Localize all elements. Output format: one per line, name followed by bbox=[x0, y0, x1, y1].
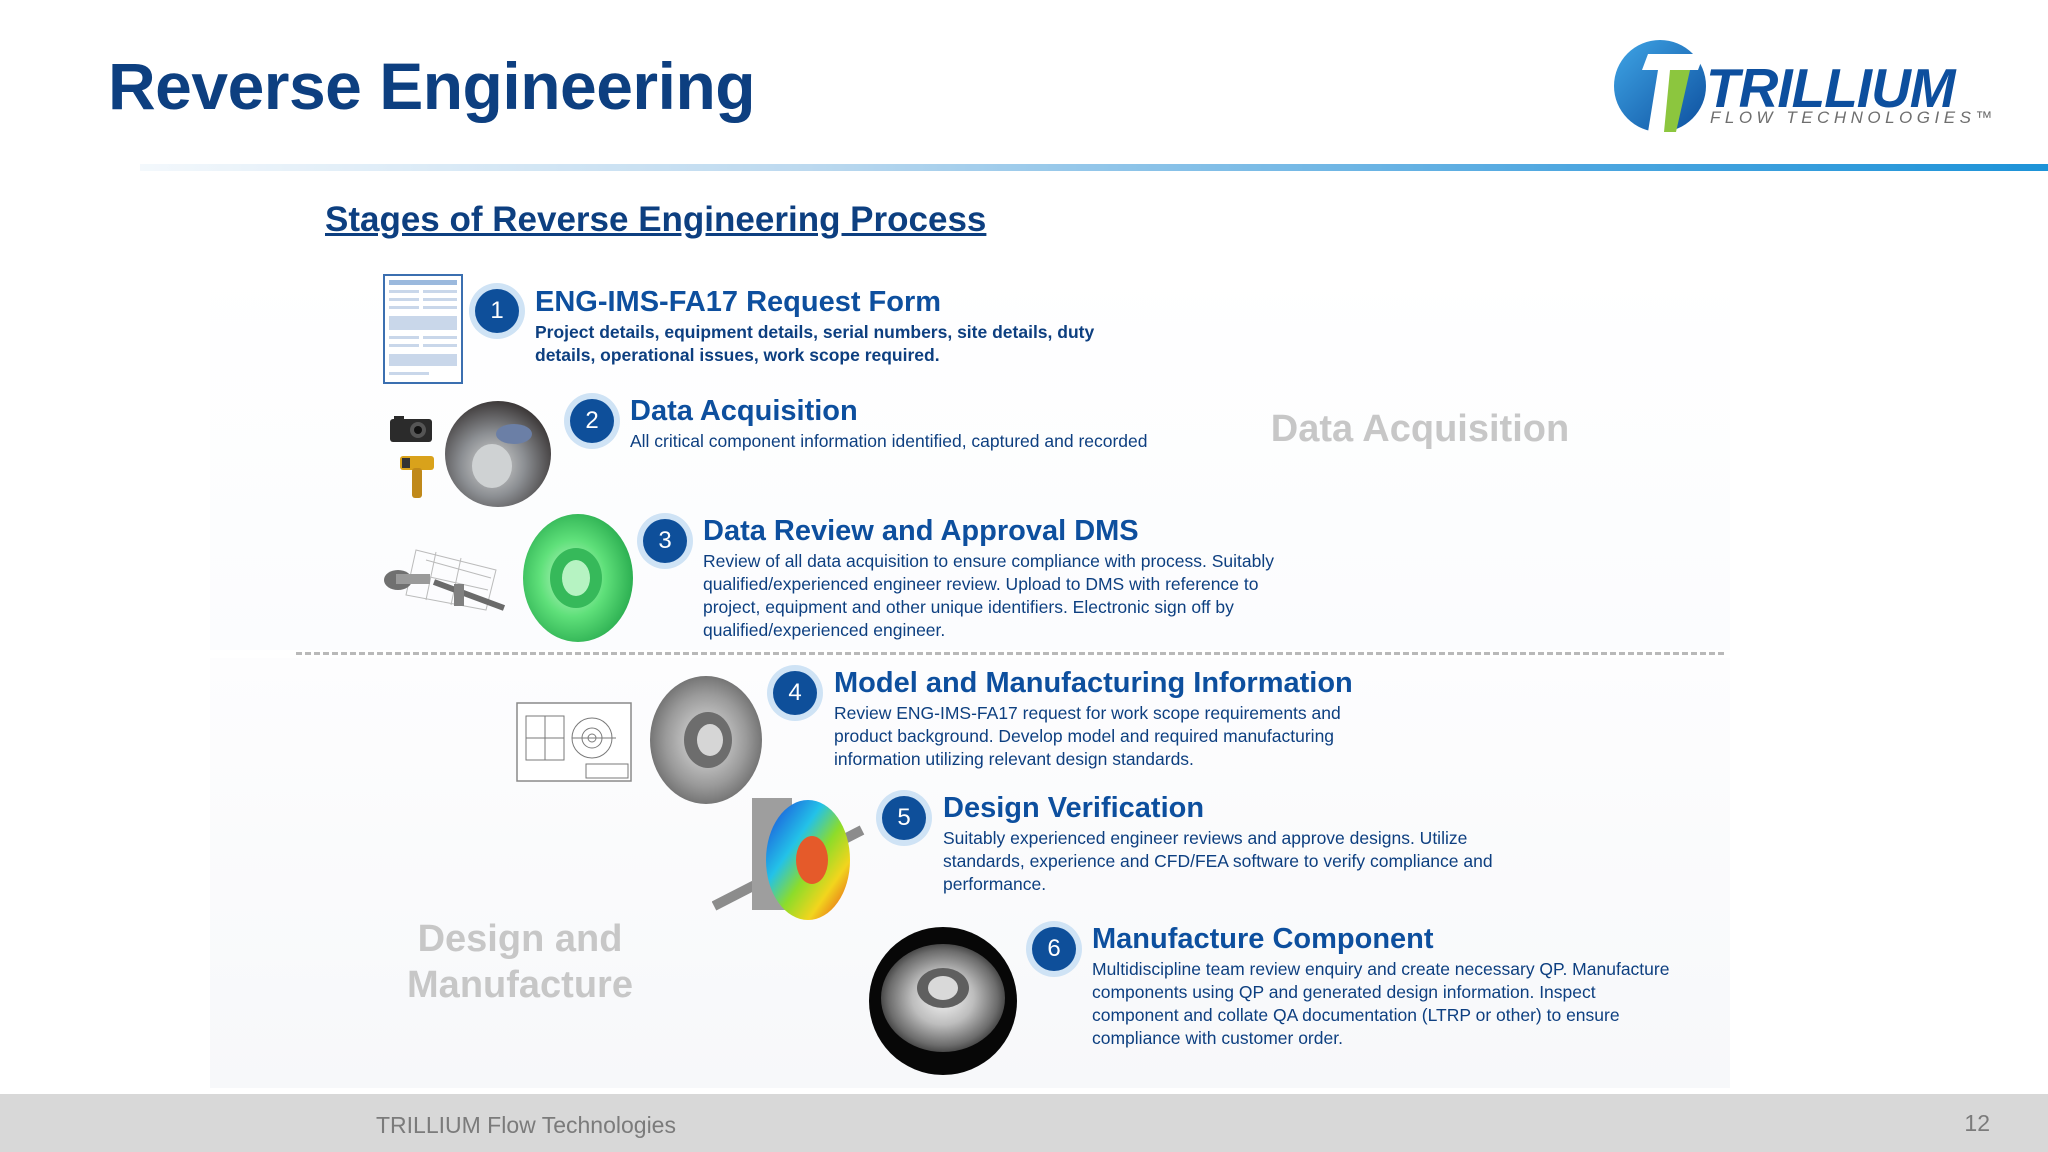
step-1-description: Project details, equipment details, seri… bbox=[535, 322, 1095, 365]
fea-analysis-model bbox=[712, 798, 865, 920]
gray-impeller-model bbox=[650, 676, 762, 804]
logo-subtitle: FLOW TECHNOLOGIES™ bbox=[1710, 108, 1997, 127]
footer-company: TRILLIUM Flow Technologies bbox=[376, 1112, 676, 1138]
measurement-gun-icon bbox=[400, 456, 434, 498]
step-6-description: Multidiscipline team review enquiry and … bbox=[1092, 959, 1670, 1048]
page-title: Reverse Engineering bbox=[108, 49, 756, 123]
green-impeller-model bbox=[523, 514, 633, 642]
page-number: 12 bbox=[1964, 1110, 1990, 1136]
step-2-description: All critical component information ident… bbox=[630, 431, 1148, 451]
step-2-title: Data Acquisition bbox=[630, 395, 858, 427]
logo-wordmark: TRILLIUM bbox=[1706, 57, 1956, 119]
footer-bar bbox=[0, 1094, 2048, 1152]
data-capture-photo bbox=[445, 401, 551, 507]
step-3-description: Review of all data acquisition to ensure… bbox=[703, 551, 1274, 640]
section-divider bbox=[296, 652, 1724, 655]
step-2-badge: 2 bbox=[570, 399, 614, 443]
header-rule bbox=[140, 164, 2048, 171]
section-heading: Stages of Reverse Engineering Process bbox=[325, 200, 987, 239]
step-4-title: Model and Manufacturing Information bbox=[834, 667, 1353, 699]
trillium-logo-icon bbox=[1614, 40, 1706, 132]
manufactured-component-photo bbox=[869, 927, 1017, 1075]
step-4-badge: 4 bbox=[773, 671, 817, 715]
camera-icon bbox=[390, 416, 432, 442]
step-4-description: Review ENG-IMS-FA17 request for work sco… bbox=[834, 703, 1341, 769]
step-6-title: Manufacture Component bbox=[1092, 923, 1434, 955]
request-form-thumbnail bbox=[383, 274, 463, 384]
design-manufacture-label: Design and Manufacture bbox=[407, 918, 633, 1006]
step-3-title: Data Review and Approval DMS bbox=[703, 515, 1139, 547]
step-5-title: Design Verification bbox=[943, 792, 1205, 824]
step-3-badge: 3 bbox=[643, 519, 687, 563]
data-acquisition-label: Data Acquisition bbox=[1270, 408, 1570, 450]
engineering-drawing-image bbox=[516, 702, 632, 782]
step-1-title: ENG-IMS-FA17 Request Form bbox=[535, 286, 942, 318]
caliper-drawing-image bbox=[384, 549, 506, 611]
step-6-badge: 6 bbox=[1032, 927, 1076, 971]
step-1-badge: 1 bbox=[475, 289, 519, 333]
step-5-badge: 5 bbox=[882, 796, 926, 840]
step-5-description: Suitably experienced engineer reviews an… bbox=[943, 828, 1493, 894]
